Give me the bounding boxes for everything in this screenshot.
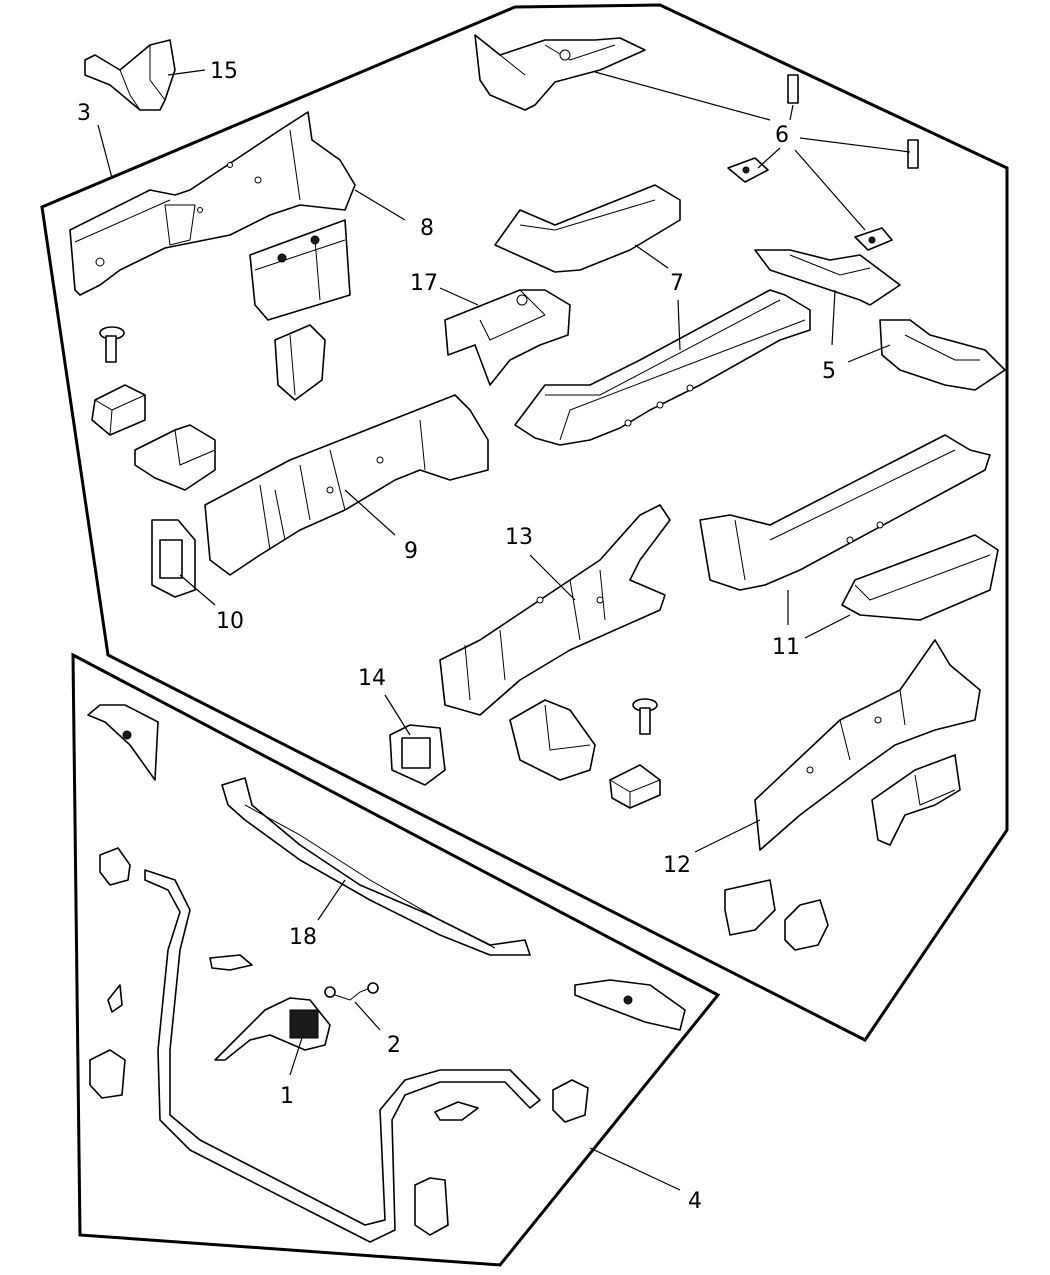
part-11-channel (841, 534, 999, 621)
callout-11: 11 (772, 635, 800, 660)
part-5-bracket-a (754, 249, 901, 306)
bracket-right-a (871, 754, 961, 846)
part-6-plate-b (854, 227, 893, 251)
part-6-bolt-b (907, 139, 919, 169)
callout-3: 3 (77, 101, 91, 126)
callout-15: 15 (210, 59, 238, 84)
small-clip-left (209, 954, 253, 971)
part-7-channel (494, 184, 681, 273)
bracket-lower-bottom-center (414, 1177, 449, 1236)
bracket-center-b (609, 764, 661, 809)
bracket-lower-right (574, 979, 686, 1031)
part-18-crossbar (221, 777, 531, 956)
leader-lines (97, 69, 911, 1191)
part-2-clip (324, 982, 379, 1001)
lower-group-outline (71, 652, 721, 1267)
bracket-lower-top (87, 704, 159, 781)
part-1-mount (214, 997, 331, 1061)
callout-14: 14 (358, 666, 386, 691)
callout-18: 18 (289, 925, 317, 950)
part-12-side-rail (754, 639, 981, 851)
part-6-bolt-a (787, 74, 799, 104)
bolt-left (99, 326, 125, 363)
callout-10: 10 (216, 609, 244, 634)
floor-sill-rail (514, 289, 811, 446)
callout-12: 12 (663, 853, 691, 878)
callout-6: 6 (775, 123, 789, 148)
part-14-bracket (389, 724, 446, 786)
part-13-crossmember (439, 504, 671, 716)
part-11-sill (699, 434, 991, 591)
part-15-bracket (84, 39, 176, 111)
part-8-channel (249, 219, 351, 321)
bracket-left-a (274, 324, 326, 401)
callout-5: 5 (822, 359, 836, 384)
part-17-bracket (444, 289, 571, 386)
callout-8: 8 (420, 216, 434, 241)
callout-2: 2 (387, 1033, 401, 1058)
bracket-left-c (134, 424, 216, 491)
part-9-frame-rail (204, 394, 489, 576)
part-3-side-rail (69, 111, 356, 296)
bolt-center (632, 698, 658, 735)
clip-lower-center (434, 1101, 479, 1121)
bracket-left-b (91, 384, 146, 436)
part-10-bracket (151, 519, 196, 598)
top-center-bracket (474, 34, 646, 111)
bracket-right-c (784, 899, 829, 951)
callout-13: 13 (505, 525, 533, 550)
part-5-bracket-b (879, 319, 1006, 391)
bracket-lower-left (99, 847, 131, 886)
callout-9: 9 (404, 539, 418, 564)
callout-7: 7 (670, 271, 684, 296)
part-4-frame-loop (144, 869, 541, 1243)
small-clip-left-b (107, 984, 123, 1013)
bracket-right-b (724, 879, 776, 936)
callout-1: 1 (280, 1084, 294, 1109)
clip-lower-right (552, 1079, 589, 1123)
bracket-center-a (509, 699, 596, 781)
callout-17: 17 (410, 271, 438, 296)
part-6-plate-a (727, 157, 769, 183)
bracket-lower-bottom-left (89, 1049, 126, 1099)
upper-group-outline (40, 3, 1009, 1042)
callout-4: 4 (688, 1189, 702, 1214)
